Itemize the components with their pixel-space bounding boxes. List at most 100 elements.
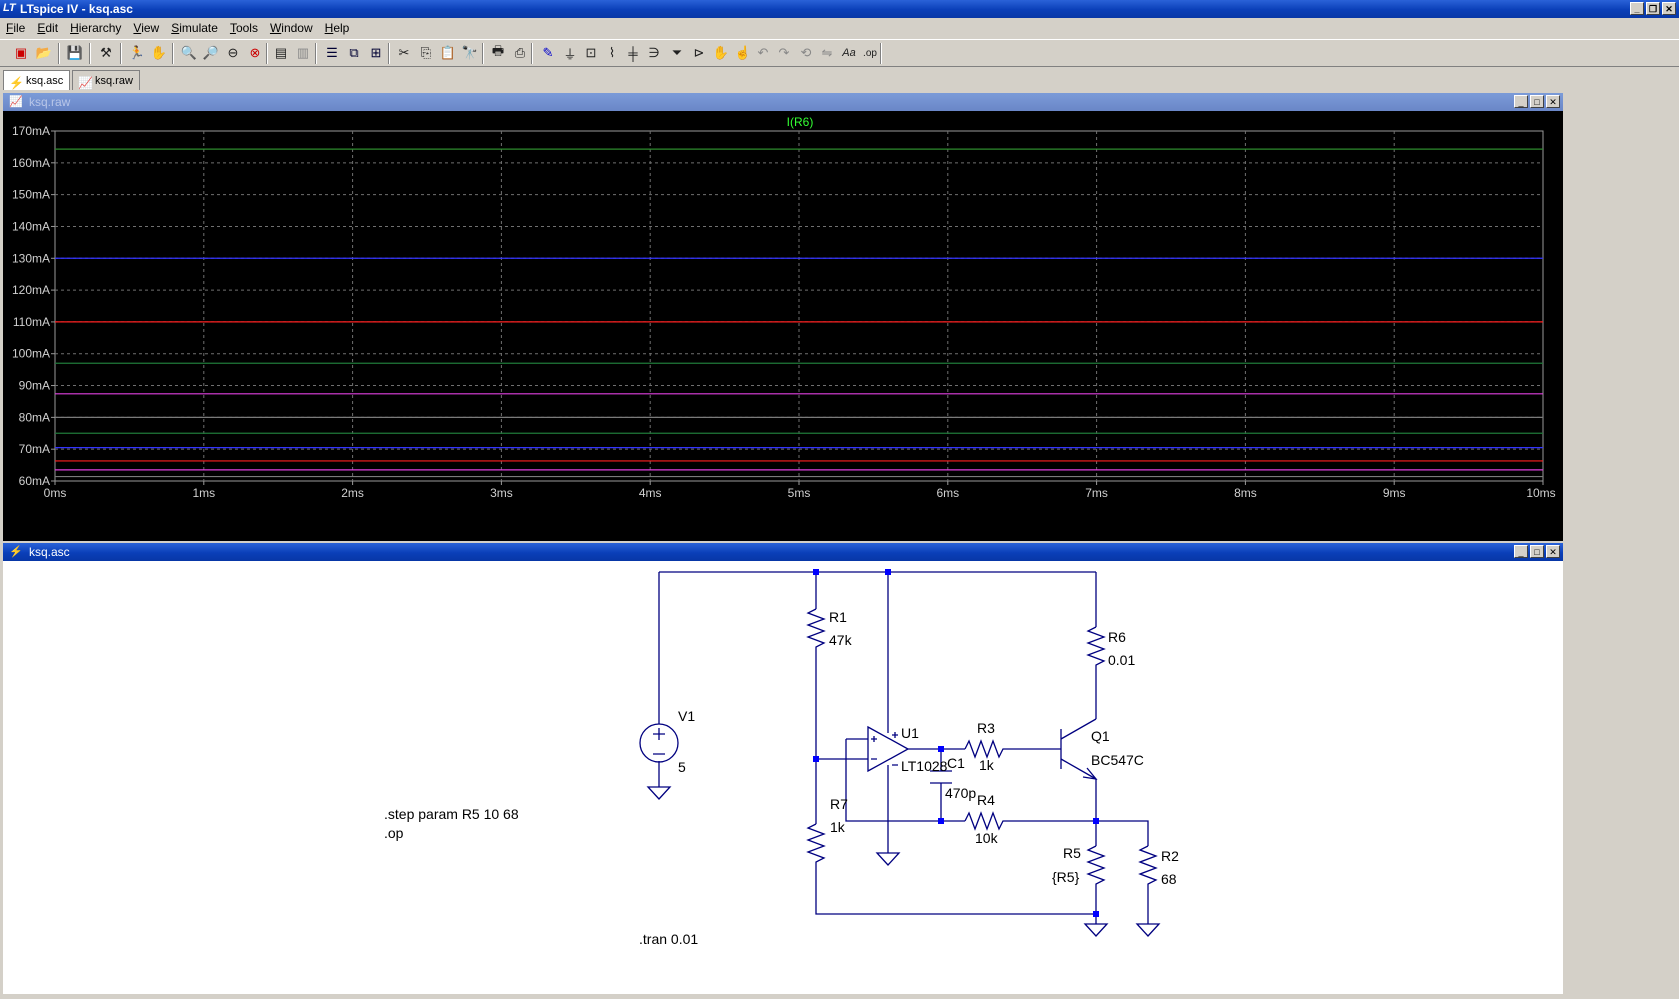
step-directive[interactable]: .step param R5 10 68 <box>384 806 519 822</box>
U1-value[interactable]: LT1028 <box>901 758 948 774</box>
tile-vertical-icon[interactable]: ⊞ <box>370 45 382 60</box>
wire[interactable] <box>815 866 1096 915</box>
cascade-icon[interactable]: ⧉ <box>349 45 359 60</box>
mirror-icon[interactable]: ⇋ <box>821 45 833 60</box>
menu-tools[interactable]: Tools <box>229 21 258 35</box>
zoom-pan-icon[interactable]: 🔎 <box>202 45 220 60</box>
schematic-window-title-bar[interactable]: ⚡ ksq.asc _ □ ✕ <box>3 543 1563 561</box>
redo-icon[interactable]: ↷ <box>778 45 790 60</box>
R6-name[interactable]: R6 <box>1108 629 1126 645</box>
R7-value[interactable]: 1k <box>830 819 846 835</box>
V1-value[interactable]: 5 <box>678 759 686 775</box>
diode-icon[interactable]: ⏷ <box>671 45 683 60</box>
paste-icon[interactable]: 📋 <box>439 45 457 60</box>
menu-edit[interactable]: Edit <box>37 21 59 35</box>
R6-value[interactable]: 0.01 <box>1108 652 1135 668</box>
ground-icon[interactable] <box>875 852 901 866</box>
resistor-R3-symbol[interactable] <box>964 739 1009 759</box>
chart-title[interactable]: I(R6) <box>787 115 814 129</box>
V1-name[interactable]: V1 <box>678 708 695 724</box>
minimize-icon[interactable]: _ <box>1514 545 1528 558</box>
zoom-in-icon[interactable]: 🔍 <box>180 45 198 60</box>
wire-icon[interactable]: ✎ <box>542 45 554 60</box>
move-icon[interactable]: ✋ <box>712 45 730 60</box>
resistor-R4-symbol[interactable] <box>964 811 1009 831</box>
R1-value[interactable]: 47k <box>829 632 853 648</box>
R2-value[interactable]: 68 <box>1161 871 1177 887</box>
tab-ksq-asc[interactable]: ⚡ ksq.asc <box>3 70 71 90</box>
R1-name[interactable]: R1 <box>829 609 847 625</box>
Q1-name[interactable]: Q1 <box>1091 728 1110 744</box>
ground-icon[interactable]: ⏚ <box>563 46 577 62</box>
menu-window[interactable]: Window <box>269 21 313 35</box>
close-icon[interactable]: ✕ <box>1546 95 1560 108</box>
R3-name[interactable]: R3 <box>977 720 995 736</box>
ground-icon[interactable] <box>1135 923 1161 937</box>
halt-icon[interactable]: ✋ <box>150 45 168 60</box>
op-directive[interactable]: .op <box>384 825 404 841</box>
close-icon[interactable]: ✕ <box>1662 2 1676 15</box>
resistor-R6-symbol[interactable] <box>1086 626 1106 671</box>
R5-value[interactable]: {R5} <box>1052 869 1080 885</box>
Q1-value[interactable]: BC547C <box>1091 752 1144 768</box>
C1-name[interactable]: C1 <box>947 755 965 771</box>
capacitor-icon[interactable]: ╪ <box>628 45 638 61</box>
R4-name[interactable]: R4 <box>977 792 995 808</box>
open-icon[interactable]: 📂 <box>35 45 53 60</box>
save-icon[interactable]: 💾 <box>66 45 84 60</box>
R5-name[interactable]: R5 <box>1063 845 1081 861</box>
R3-value[interactable]: 1k <box>979 757 995 773</box>
menu-view[interactable]: View <box>133 21 160 35</box>
transistor-Q1-symbol[interactable] <box>1060 718 1098 780</box>
print-preview-icon[interactable]: 🖶 <box>491 43 505 58</box>
erase-traces-icon[interactable]: ▥ <box>296 45 310 60</box>
wire[interactable] <box>845 739 965 822</box>
inductor-icon[interactable]: ∋ <box>648 45 660 60</box>
capacitor-C1-symbol[interactable] <box>930 770 952 784</box>
drag-icon[interactable]: ☝ <box>734 45 752 60</box>
find-icon[interactable]: 🔭 <box>461 45 479 60</box>
plot-window-title-bar[interactable]: 📈 ksq.raw _ □ ✕ <box>3 93 1563 111</box>
tab-ksq-raw[interactable]: 📈 ksq.raw <box>72 70 140 90</box>
text-icon[interactable]: Aa <box>842 47 856 59</box>
restore-icon[interactable]: ❐ <box>1646 2 1660 15</box>
tile-horizontal-icon[interactable]: ☰ <box>326 45 338 60</box>
resistor-R5-symbol[interactable] <box>1086 845 1106 888</box>
minimize-icon[interactable]: _ <box>1514 95 1528 108</box>
wire[interactable] <box>1009 820 1149 846</box>
autorange-icon[interactable]: ▤ <box>274 45 288 60</box>
new-schematic-icon[interactable]: ▣ <box>14 45 28 60</box>
component-icon[interactable]: ⊳ <box>693 45 705 60</box>
close-icon[interactable]: ✕ <box>1546 545 1560 558</box>
ground-icon[interactable] <box>646 786 672 800</box>
print-icon[interactable]: ⎙ <box>514 45 526 60</box>
maximize-icon[interactable]: □ <box>1530 545 1544 558</box>
menu-hierarchy[interactable]: Hierarchy <box>70 21 122 35</box>
zoom-out-icon[interactable]: ⊖ <box>227 45 239 60</box>
U1-name[interactable]: U1 <box>901 725 919 741</box>
copy-icon[interactable]: ⎘ <box>420 45 432 60</box>
spice-directive-icon[interactable]: .op <box>863 47 877 59</box>
rotate-icon[interactable]: ⟲ <box>800 45 812 60</box>
run-icon[interactable]: 🏃 <box>128 45 146 60</box>
resistor-R1-symbol[interactable] <box>806 608 826 653</box>
opamp-U1-symbol[interactable] <box>867 725 910 773</box>
cut-icon[interactable]: ✂ <box>398 45 410 60</box>
R7-name[interactable]: R7 <box>830 796 848 812</box>
menu-help[interactable]: Help <box>324 21 350 35</box>
undo-icon[interactable]: ↶ <box>757 45 769 60</box>
schematic-canvas[interactable]: R1 47k R6 0.01 V1 5 U1 LT1028 R3 1k Q1 B… <box>3 561 1563 994</box>
R4-value[interactable]: 10k <box>975 830 999 846</box>
tran-directive[interactable]: .tran 0.01 <box>639 931 698 947</box>
zoom-fit-icon[interactable]: ⊗ <box>249 45 261 60</box>
minimize-icon[interactable]: _ <box>1630 2 1644 15</box>
menu-file[interactable]: File <box>6 21 26 35</box>
resistor-R7-symbol[interactable] <box>806 823 826 866</box>
label-net-icon[interactable]: ⊡ <box>585 45 597 60</box>
control-panel-icon[interactable]: ⚒ <box>100 45 112 60</box>
maximize-icon[interactable]: □ <box>1530 95 1544 108</box>
R2-name[interactable]: R2 <box>1161 848 1179 864</box>
menu-simulate[interactable]: Simulate <box>171 21 218 35</box>
voltage-source-V1-symbol[interactable] <box>639 723 679 763</box>
